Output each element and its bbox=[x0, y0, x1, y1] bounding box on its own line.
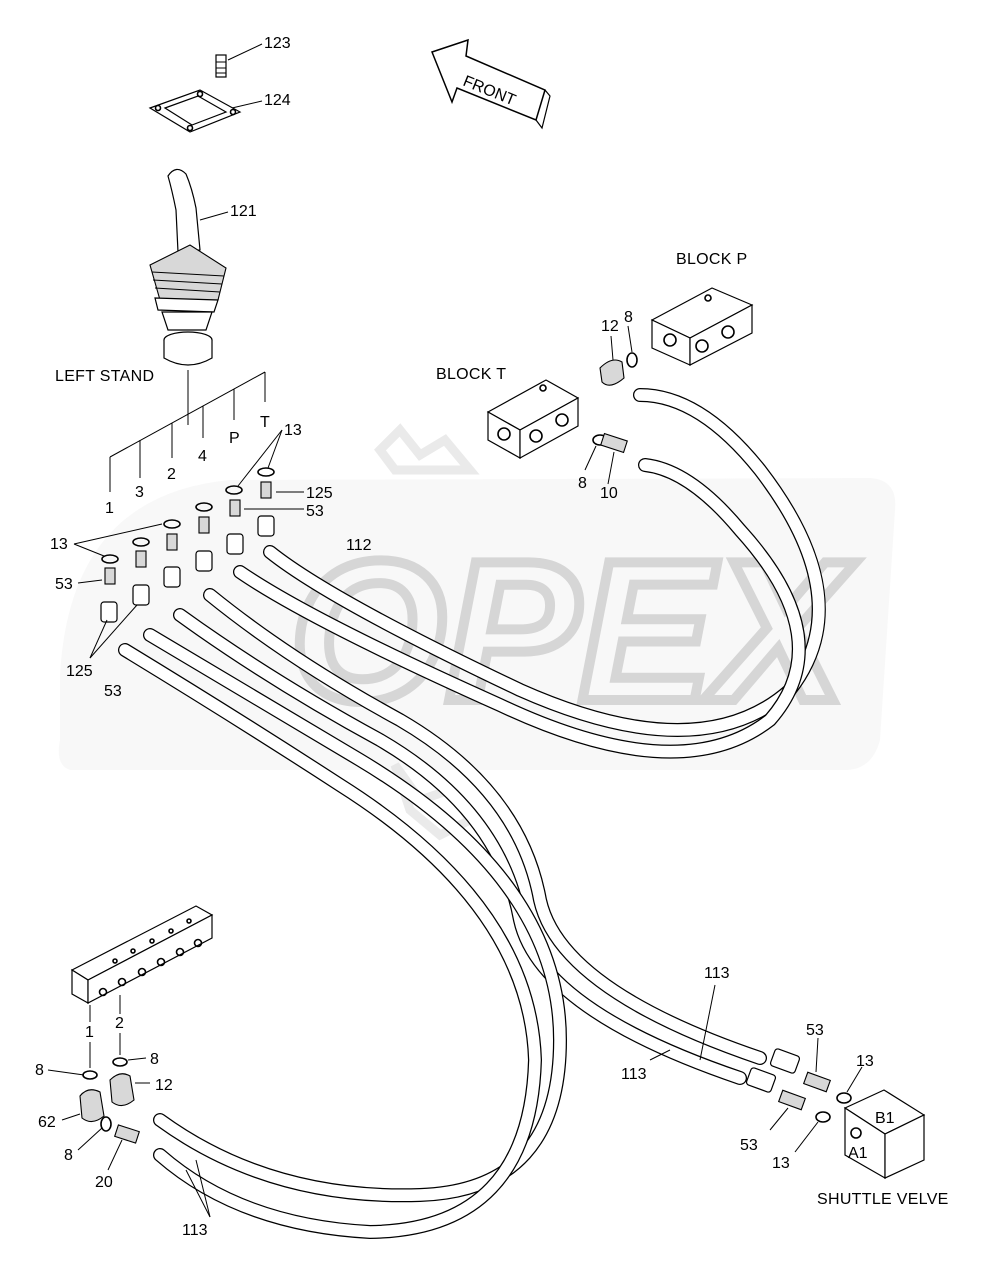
port-label-3: 3 bbox=[135, 484, 144, 501]
label-121: 121 bbox=[230, 203, 257, 220]
shuttle-valve bbox=[649, 984, 926, 1180]
label-12-sub: 12 bbox=[155, 1077, 173, 1094]
label-12-blockp: 12 bbox=[601, 318, 619, 335]
label-53-shuttle-a: 53 bbox=[806, 1022, 824, 1039]
label-113-a: 113 bbox=[704, 965, 730, 982]
label-124: 124 bbox=[264, 92, 291, 109]
label-8-blockt: 8 bbox=[578, 475, 587, 492]
sub-port-label-2: 2 bbox=[115, 1015, 124, 1032]
port-label-p: P bbox=[229, 430, 240, 447]
label-112: 112 bbox=[346, 537, 372, 554]
port-label-1: 1 bbox=[105, 500, 114, 517]
hoses bbox=[118, 388, 826, 1239]
block-p bbox=[599, 287, 754, 386]
joystick-121 bbox=[149, 168, 229, 366]
label-125-left: 125 bbox=[66, 663, 93, 680]
shuttle-valve-label: SHUTTLE VELVE bbox=[817, 1191, 949, 1208]
label-125-right: 125 bbox=[306, 485, 333, 502]
port-label-a1: A1 bbox=[848, 1145, 868, 1162]
block-t-label: BLOCK T bbox=[436, 366, 506, 383]
plate-124 bbox=[148, 89, 263, 133]
port-label-t: T bbox=[260, 414, 270, 431]
label-53-right: 53 bbox=[306, 503, 324, 520]
port-label-4: 4 bbox=[198, 448, 207, 465]
label-113-b: 113 bbox=[621, 1066, 647, 1083]
label-8-sub-a: 8 bbox=[35, 1062, 44, 1079]
label-113-c: 113 bbox=[182, 1222, 208, 1239]
label-53-shuttle-b: 53 bbox=[740, 1137, 758, 1154]
sub-block bbox=[47, 905, 214, 1218]
front-arrow: FRONT bbox=[431, 38, 551, 130]
label-8-blockp: 8 bbox=[624, 309, 633, 326]
label-13-top: 13 bbox=[284, 422, 302, 439]
label-53-left-a: 53 bbox=[55, 576, 73, 593]
label-62: 62 bbox=[38, 1114, 56, 1131]
label-20: 20 bbox=[95, 1174, 113, 1191]
label-13-left: 13 bbox=[50, 536, 68, 553]
label-123: 123 bbox=[264, 35, 291, 52]
block-p-label: BLOCK P bbox=[676, 251, 747, 268]
port-label-2: 2 bbox=[167, 466, 176, 483]
port-label-b1: B1 bbox=[875, 1110, 895, 1127]
sub-port-label-1: 1 bbox=[85, 1024, 94, 1041]
left-stand-label: LEFT STAND bbox=[55, 368, 154, 385]
label-8-sub-c: 8 bbox=[64, 1147, 73, 1164]
bolt-123 bbox=[215, 43, 263, 78]
label-53-left-b: 53 bbox=[104, 683, 122, 700]
label-13-right-b: 13 bbox=[772, 1155, 790, 1172]
port-leader-lines bbox=[109, 370, 266, 492]
stand-fittings bbox=[73, 429, 304, 659]
label-8-sub-b: 8 bbox=[150, 1051, 159, 1068]
label-10: 10 bbox=[600, 485, 618, 502]
block-t bbox=[486, 379, 628, 485]
label-13-right-a: 13 bbox=[856, 1053, 874, 1070]
